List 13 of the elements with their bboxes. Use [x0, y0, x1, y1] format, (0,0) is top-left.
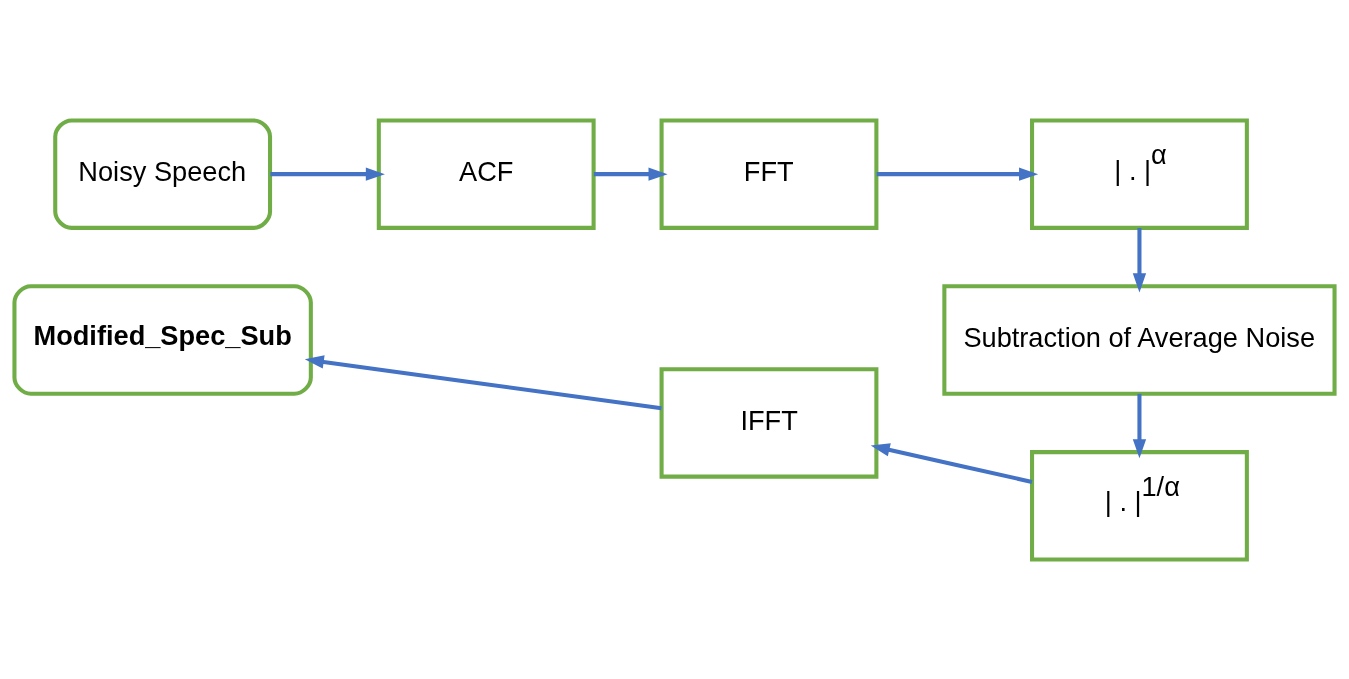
arrow [1132, 393, 1147, 458]
node-box: Subtraction of Average Noise [942, 283, 1337, 396]
node-box: IFFT [659, 366, 879, 479]
node-box: ACF [376, 117, 596, 230]
node-box: Noisy Speech [53, 117, 273, 230]
arrow [270, 166, 385, 181]
node-box: FFT [659, 117, 879, 230]
arrow [593, 166, 668, 181]
arrow [870, 442, 1033, 484]
arrow [304, 354, 662, 410]
arrow [876, 166, 1039, 181]
arrow [1132, 227, 1147, 292]
node-box: Modified_Spec_Sub [12, 283, 313, 396]
